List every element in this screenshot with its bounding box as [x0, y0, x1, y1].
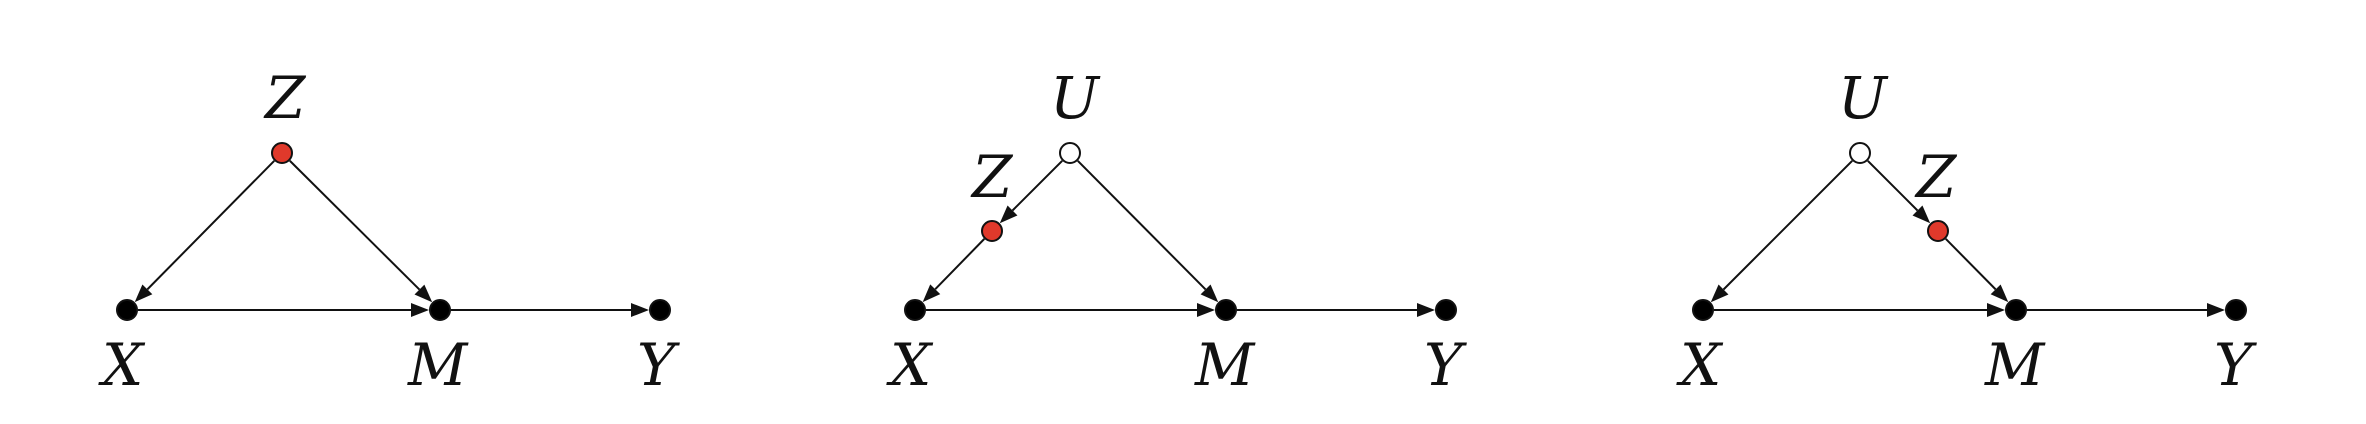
label-m: M: [407, 331, 469, 399]
node-x: [1692, 299, 1714, 321]
arrow-head: [1200, 284, 1219, 303]
node-y: [649, 299, 671, 321]
label-u: U: [1838, 64, 1889, 132]
edge-line: [1722, 160, 1853, 291]
node-x: [904, 299, 926, 321]
label-m: M: [1194, 331, 1256, 399]
label-u: U: [1050, 64, 1101, 132]
edge-line: [1945, 238, 1997, 291]
nodes: [1692, 142, 2247, 321]
arrow-head: [414, 284, 433, 303]
node-z: [271, 142, 293, 164]
nodes: [116, 142, 671, 321]
edge-line: [146, 160, 275, 291]
edge-z-x: [134, 160, 275, 303]
node-y: [1435, 299, 1457, 321]
label-x: X: [1676, 331, 1724, 399]
label-x: X: [886, 331, 934, 399]
edges: [1710, 160, 2225, 317]
edge-line: [934, 238, 986, 290]
diagram-3: U Z X M Y: [1676, 64, 2257, 399]
edge-line: [1077, 160, 1207, 291]
edge-line: [289, 160, 421, 291]
node-m: [1215, 299, 1237, 321]
arrow-head: [2207, 303, 2225, 317]
edge-x-m: [138, 303, 429, 317]
edge-z-x: [922, 238, 986, 303]
edge-line: [1011, 160, 1063, 212]
label-m: M: [1984, 331, 2046, 399]
arrow-head: [134, 284, 153, 303]
edge-line: [1867, 160, 1919, 212]
arrow-head: [1990, 284, 2009, 303]
edges: [922, 160, 1435, 317]
node-u: [1849, 142, 1871, 164]
node-m: [429, 299, 451, 321]
arrow-head: [1912, 205, 1931, 224]
edge-z-m: [289, 160, 433, 303]
arrow-head: [999, 205, 1018, 224]
arrow-head: [1710, 284, 1729, 303]
arrow-head: [922, 284, 941, 303]
arrow-head: [1987, 303, 2005, 317]
node-m: [2005, 299, 2027, 321]
edge-m-y: [1237, 303, 1435, 317]
edge-u-z: [1867, 160, 1931, 224]
edge-u-m: [1077, 160, 1219, 303]
edge-z-m: [1945, 238, 2009, 303]
arrow-head: [631, 303, 649, 317]
labels: U Z X M Y: [886, 64, 1467, 399]
label-z: Z: [970, 143, 1014, 211]
node-z: [981, 220, 1003, 242]
node-y: [2225, 299, 2247, 321]
diagram-1: Z X M Y: [98, 64, 680, 399]
nodes: [904, 142, 1457, 321]
diagram-2: U Z X M Y: [886, 64, 1467, 399]
edge-u-x: [1710, 160, 1853, 303]
edge-m-y: [2027, 303, 2225, 317]
label-z: Z: [263, 64, 307, 132]
edge-x-m: [1714, 303, 2005, 317]
edges: [134, 160, 649, 317]
edge-u-z: [999, 160, 1063, 224]
label-x: X: [98, 331, 146, 399]
label-y: Y: [2214, 331, 2257, 399]
label-y: Y: [637, 331, 680, 399]
labels: U Z X M Y: [1676, 64, 2257, 399]
arrow-head: [411, 303, 429, 317]
arrow-head: [1417, 303, 1435, 317]
node-x: [116, 299, 138, 321]
edge-x-m: [926, 303, 1215, 317]
label-y: Y: [1424, 331, 1467, 399]
label-z: Z: [1914, 143, 1958, 211]
node-u: [1059, 142, 1081, 164]
edge-m-y: [451, 303, 649, 317]
node-z: [1927, 220, 1949, 242]
arrow-head: [1197, 303, 1215, 317]
labels: Z X M Y: [98, 64, 680, 399]
